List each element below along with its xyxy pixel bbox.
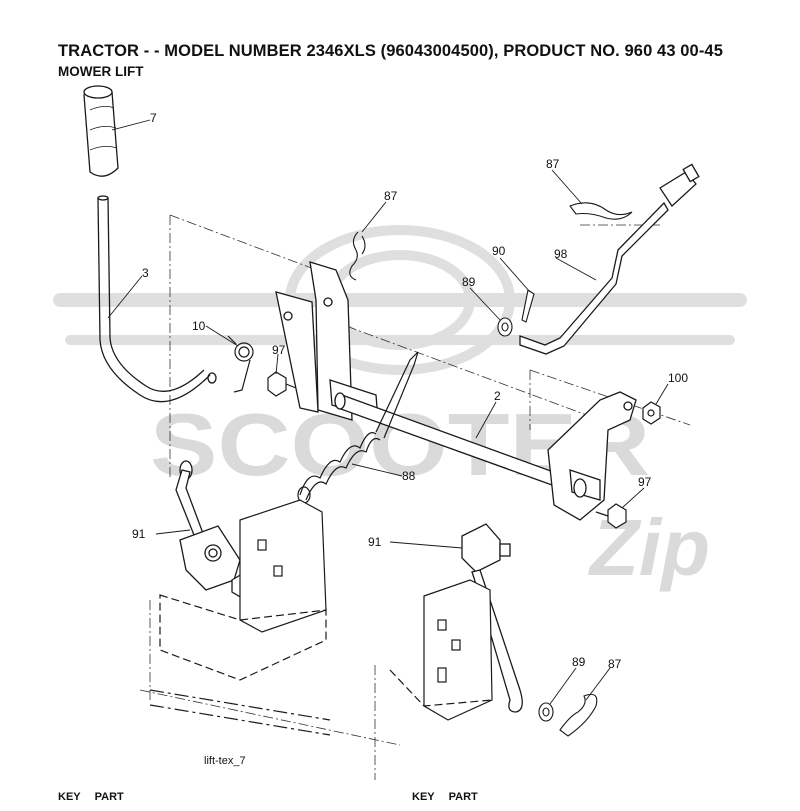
callout-87: 87	[384, 189, 398, 203]
nut-part	[642, 401, 661, 425]
hairpin-clip-part-right	[569, 202, 633, 220]
hairpin-clip-part	[349, 231, 366, 281]
watermark-script: Zip	[588, 503, 710, 592]
adjustment-rod-part	[519, 163, 700, 355]
callout-97: 97	[272, 343, 286, 357]
clip-and-washer	[497, 289, 535, 337]
callout-3: 3	[142, 266, 149, 280]
lift-handle-rod	[97, 195, 217, 403]
footer-key-right: KEY PART	[412, 791, 492, 803]
footer-part-label-right: PART	[448, 791, 478, 803]
footer-part-label-left: PART	[94, 791, 124, 803]
callout-91-left: 91	[132, 527, 146, 541]
deck-bracket-right	[389, 579, 493, 721]
deck-bracket-left	[149, 499, 331, 736]
guide-lines	[139, 214, 691, 780]
section-subtitle: MOWER LIFT	[58, 64, 144, 79]
page-title: TRACTOR - - MODEL NUMBER 2346XLS (960430…	[58, 42, 723, 60]
callout-2: 2	[494, 389, 501, 403]
footer-key-label-left: KEY	[58, 791, 81, 803]
bolt-part	[267, 371, 297, 397]
callout-89-lower: 89	[572, 655, 586, 669]
callout-100: 100	[668, 371, 688, 385]
callout-7: 7	[150, 111, 157, 125]
lift-arm-assembly	[547, 391, 637, 521]
callout-87-top: 87	[546, 157, 560, 171]
callout-10: 10	[192, 319, 206, 333]
lift-shaft-part	[334, 392, 571, 491]
callout-89: 89	[462, 275, 476, 289]
callout-labels: 7 3 10 97 87 90 89 98 2 88 100 97 91 91 …	[132, 111, 688, 671]
footer-key-label-right: KEY	[412, 791, 435, 803]
bolt-part-right	[595, 503, 627, 529]
callout-98: 98	[554, 247, 568, 261]
callout-91-right: 91	[368, 535, 382, 549]
torsion-spring-part	[227, 335, 254, 393]
callout-97-right: 97	[638, 475, 652, 489]
leader-lines	[107, 119, 669, 705]
callout-88: 88	[402, 469, 416, 483]
file-reference-label: lift-tex_7	[204, 755, 246, 767]
callout-87-lower: 87	[608, 657, 622, 671]
handle-grip-part	[83, 85, 119, 177]
callout-90: 90	[492, 244, 506, 258]
watermark: SCOOTER Zip	[53, 225, 747, 592]
washer-and-clip-lower	[538, 693, 598, 737]
footer-key-left: KEY PART	[58, 791, 138, 803]
